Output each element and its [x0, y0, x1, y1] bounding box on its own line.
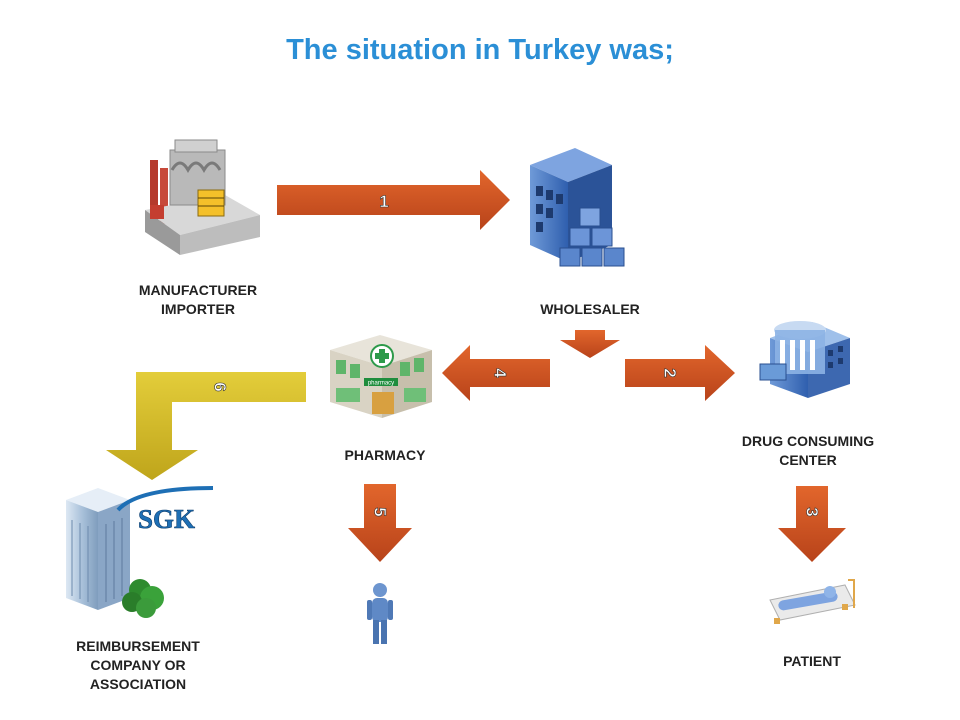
- manufacturer-label-line2: IMPORTER: [161, 301, 235, 317]
- wholesaler-down-arrow: [560, 330, 620, 358]
- reimbursement-label: REIMBURSEMENT COMPANY OR ASSOCIATION: [56, 637, 220, 694]
- arrow-3-label: 3: [803, 507, 822, 516]
- arrow-2: 2: [625, 345, 735, 401]
- drug-center-label-line2: CENTER: [779, 452, 837, 468]
- patient-label-line1: PATIENT: [783, 653, 841, 669]
- arrow-1: 1: [277, 170, 510, 230]
- pharmacy-cross-icon: [370, 344, 394, 368]
- manufacturer-label-line1: MANUFACTURER: [138, 282, 258, 298]
- boxes-icon: [559, 207, 625, 267]
- person-icon: [367, 583, 393, 644]
- wholesaler-label-line1: WHOLESALER: [540, 301, 640, 317]
- sgk-tower-icon: [66, 488, 130, 610]
- patient-bed-icon: [769, 579, 856, 624]
- arrow-4-label: 4: [491, 368, 510, 378]
- sgk-logo: SGK: [116, 486, 214, 534]
- pharmacy-label-line1: PHARMACY: [344, 447, 426, 463]
- wholesaler-label: WHOLESALER: [520, 300, 660, 319]
- sgk-logo-text: SGK: [138, 504, 195, 534]
- arrow-3: 3: [778, 486, 846, 562]
- arrow-5: 5: [348, 484, 412, 562]
- arrow-2-label: 2: [661, 368, 680, 377]
- drug-center-label-line1: DRUG CONSUMING: [741, 433, 875, 449]
- arrow-1-label: 1: [379, 192, 388, 211]
- arrow-5-label: 5: [371, 507, 390, 516]
- pharmacy-label: PHARMACY: [320, 446, 450, 465]
- reimbursement-label-line2: COMPANY OR: [90, 657, 186, 673]
- reimbursement-label-line1: REIMBURSEMENT: [76, 638, 200, 654]
- pharmacy-sign-text: pharmacy: [368, 381, 394, 387]
- arrow-6-label: 6: [211, 382, 230, 391]
- drug-center-label: DRUG CONSUMING CENTER: [718, 432, 898, 470]
- diagram-title: The situation in Turkey was;: [286, 34, 674, 66]
- arrow-4: 4: [442, 345, 550, 401]
- tree-icon: [122, 579, 164, 618]
- manufacturer-label: MANUFACTURER IMPORTER: [120, 281, 276, 319]
- hospital-building-icon: [759, 321, 850, 398]
- factory-icon: [145, 139, 260, 255]
- patient-label: PATIENT: [752, 652, 872, 671]
- reimbursement-label-line3: ASSOCIATION: [89, 676, 187, 692]
- arrow-6: 6: [106, 372, 306, 480]
